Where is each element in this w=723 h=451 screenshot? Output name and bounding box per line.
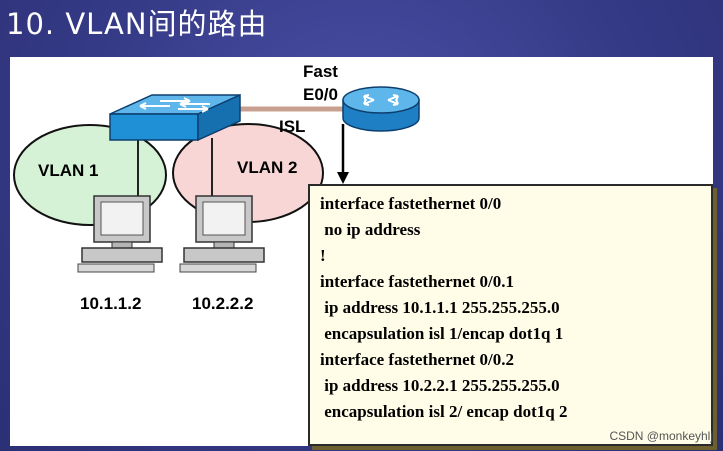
config-line: encapsulation isl 1/encap dot1q 1 <box>320 324 564 343</box>
config-line: ip address 10.1.1.1 255.255.255.0 <box>320 298 560 317</box>
config-line: encapsulation isl 2/ encap dot1q 2 <box>320 402 568 421</box>
config-box: interface fastethernet 0/0 no ip address… <box>308 184 713 446</box>
host2-ip-label: 10.2.2.2 <box>192 294 254 313</box>
config-line: interface fastethernet 0/0.2 <box>320 350 515 369</box>
vlan2-label: VLAN 2 <box>237 158 298 177</box>
config-line: interface fastethernet 0/0 <box>320 194 502 213</box>
config-line: no ip address <box>320 220 421 239</box>
router-interface-label-line1: Fast <box>303 62 338 81</box>
host1-ip-label: 10.1.1.2 <box>80 294 142 313</box>
trunk-label: ISL <box>279 117 306 136</box>
watermark: CSDN @monkeyhlj <box>609 429 713 443</box>
router-icon <box>342 86 420 132</box>
slide-title: 10. VLAN间的路由 <box>6 7 268 41</box>
host2-computer-icon <box>179 195 265 273</box>
config-line: ip address 10.2.2.1 255.255.255.0 <box>320 376 560 395</box>
switch-icon <box>109 93 241 142</box>
config-line: interface fastethernet 0/0.1 <box>320 272 515 291</box>
router-interface-label-line2: E0/0 <box>303 85 338 104</box>
config-line: ! <box>320 246 326 265</box>
host1-computer-icon <box>77 195 163 273</box>
vlan1-label: VLAN 1 <box>38 161 99 180</box>
